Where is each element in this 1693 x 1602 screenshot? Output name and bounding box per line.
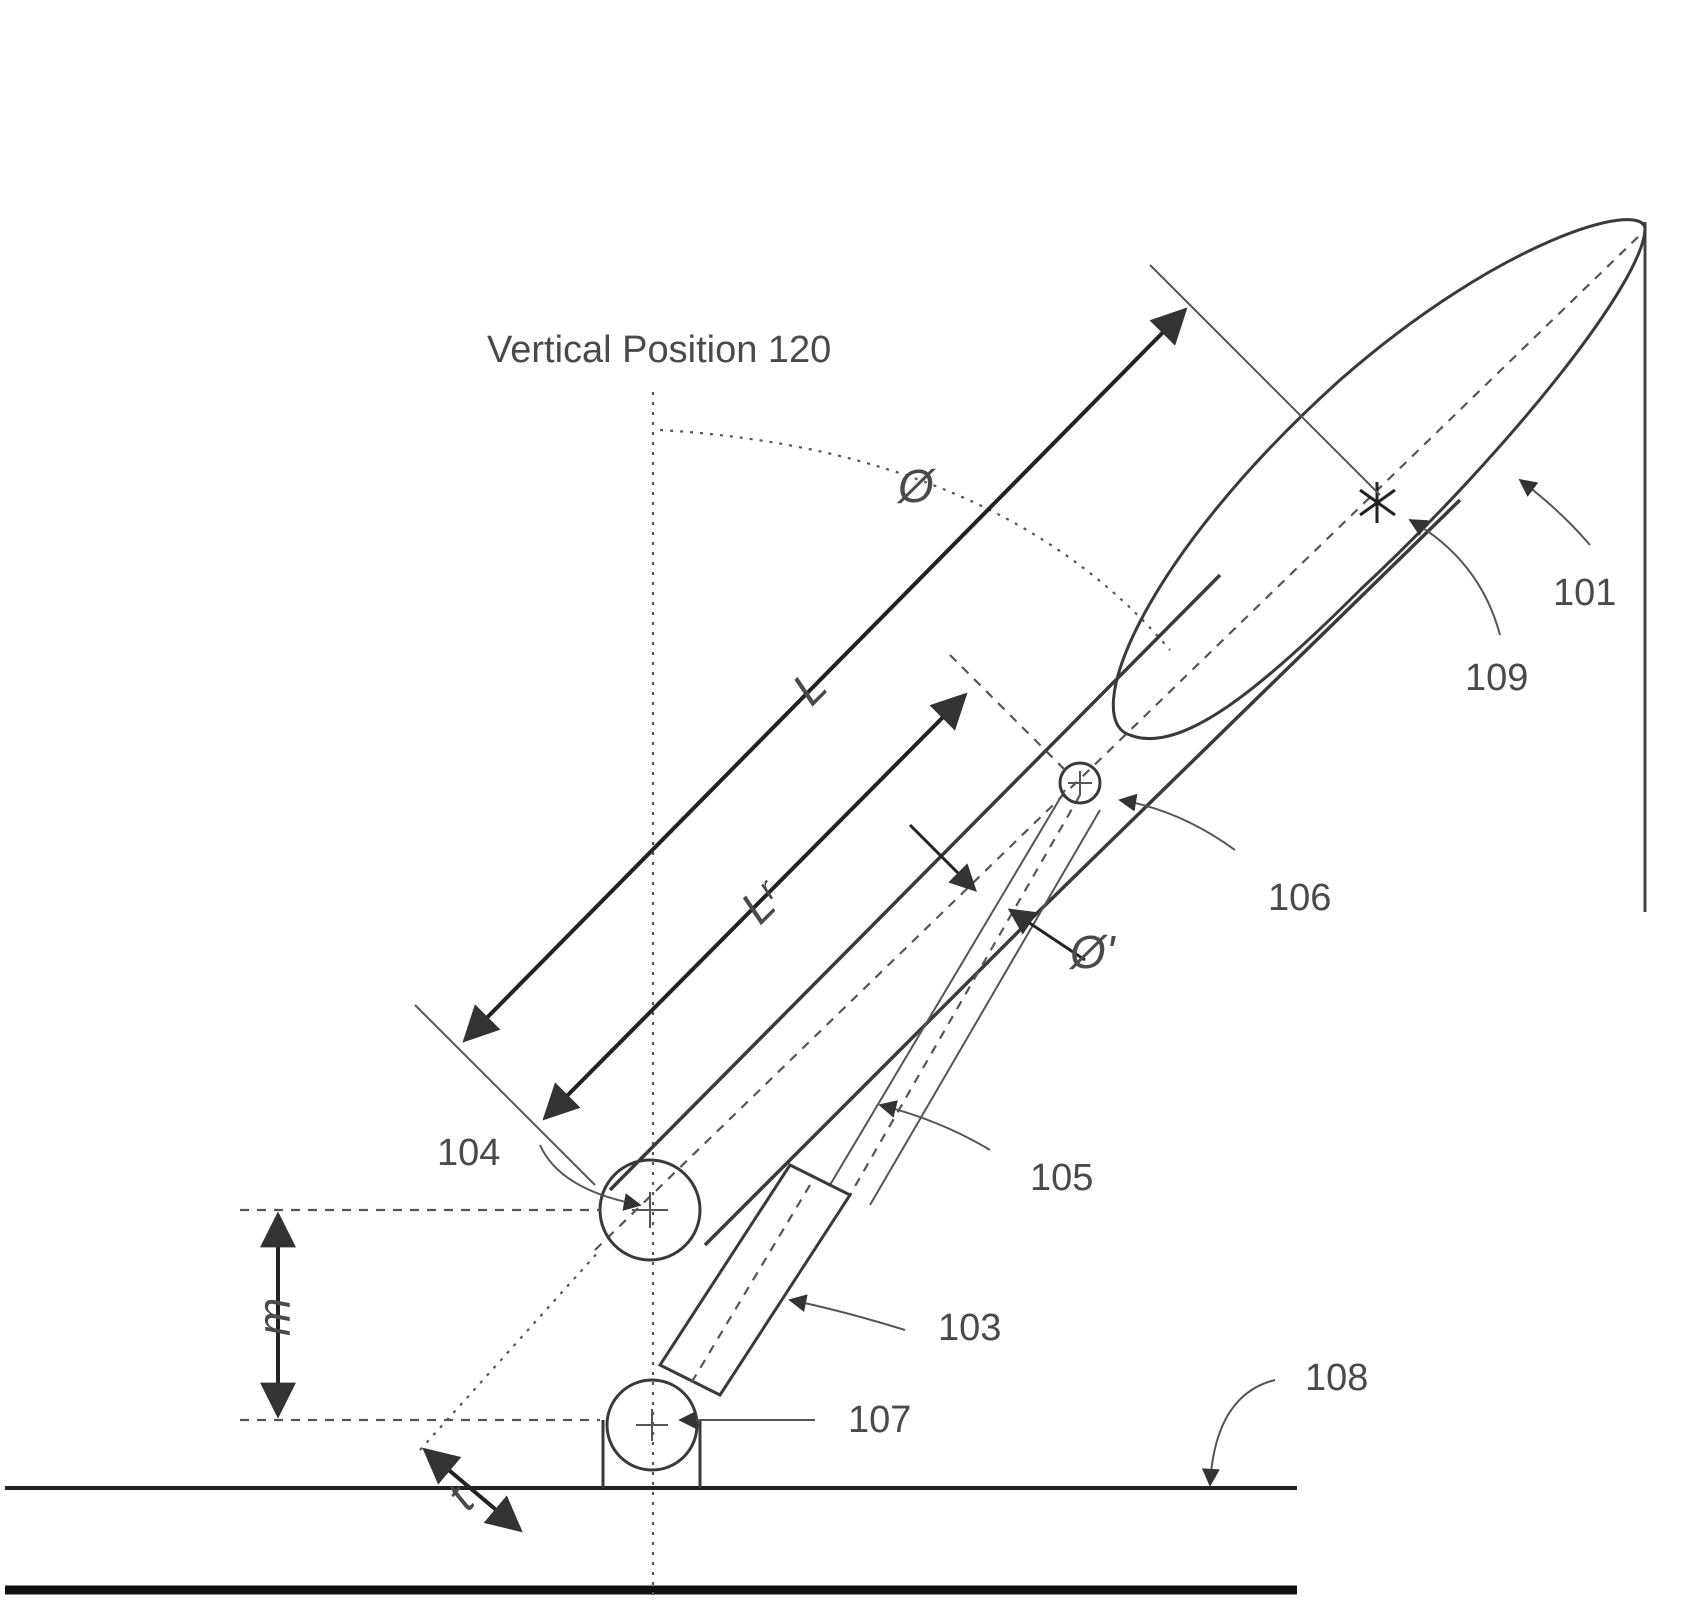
ref-104: 104: [437, 1132, 500, 1174]
phi-prime-arrow-1: [910, 825, 975, 890]
ref-107: 107: [848, 1399, 911, 1441]
ref-108: 108: [1305, 1357, 1368, 1399]
leader-103: [790, 1300, 905, 1330]
dim-Lr-ext-top: [950, 655, 1065, 770]
leader-105: [880, 1105, 990, 1150]
vertical-position-label: Vertical Position 120: [487, 329, 831, 371]
length-L-label: L: [782, 660, 837, 715]
rod-105-inner: [850, 795, 1080, 1195]
pivot-106-cross: [1068, 771, 1092, 795]
dim-L-ext-top: [1150, 265, 1380, 495]
ref-106: 106: [1268, 877, 1331, 919]
ref-105: 105: [1030, 1157, 1093, 1199]
rod-105: [830, 790, 1100, 1205]
leader-108: [1210, 1380, 1275, 1485]
ref-103: 103: [938, 1307, 1001, 1349]
pivot-107-cross: [636, 1409, 668, 1441]
angle-prime-symbol: Ø': [1068, 926, 1117, 978]
cylinder-103: [660, 1165, 850, 1395]
boom-head: [1113, 220, 1645, 739]
ref-109: 109: [1465, 657, 1528, 699]
leader-106: [1120, 800, 1235, 850]
angle-symbol: Ø: [896, 460, 936, 512]
ref-101: 101: [1553, 572, 1616, 614]
boom-center-axis: [595, 235, 1640, 1250]
leader-101: [1520, 480, 1590, 545]
pivot-104-cross: [632, 1192, 668, 1228]
offset-m-label: m: [248, 1298, 300, 1336]
